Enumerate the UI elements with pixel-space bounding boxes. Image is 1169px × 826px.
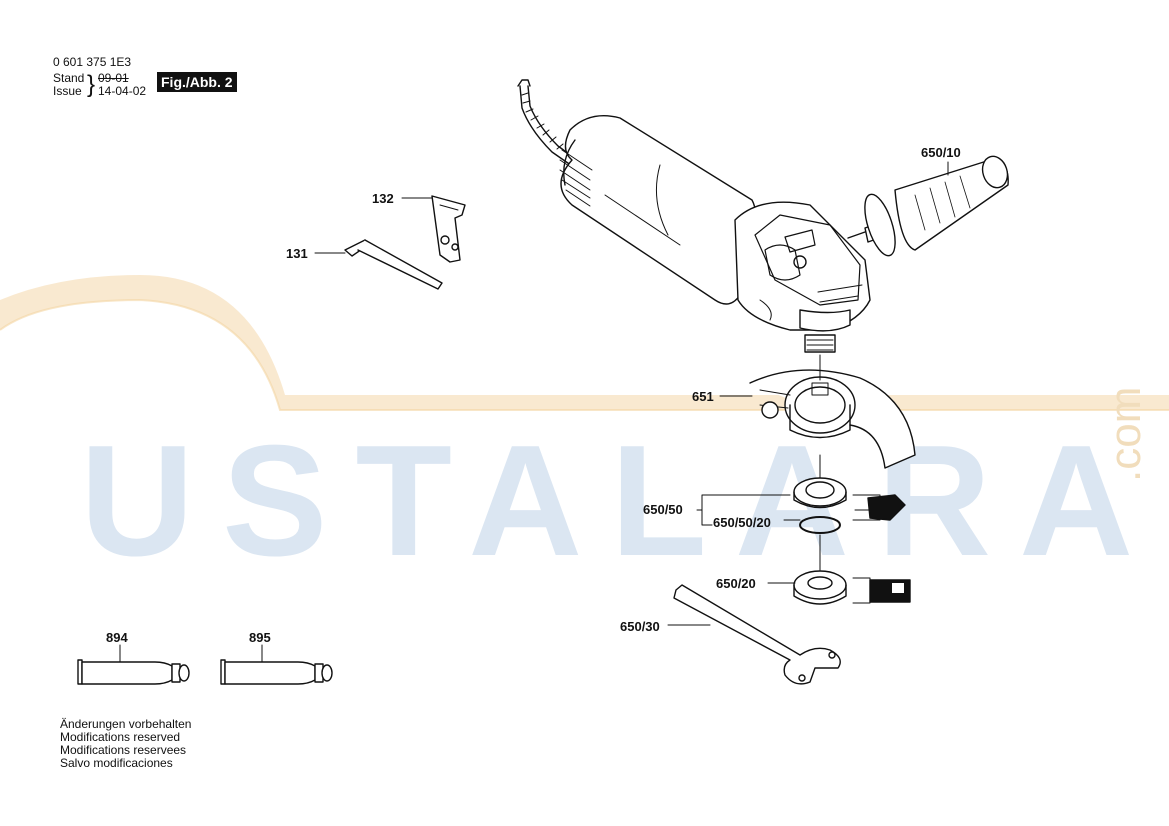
- callout-650-10: 650/10: [921, 145, 961, 160]
- issue-label: Issue: [53, 84, 82, 98]
- callout-650-50-20: 650/50/20: [713, 515, 771, 530]
- callout-131: 131: [286, 246, 308, 261]
- callout-650-20: 650/20: [716, 576, 756, 591]
- brace: }: [87, 71, 96, 98]
- callout-651: 651: [692, 389, 714, 404]
- callout-895: 895: [249, 630, 271, 645]
- callout-132: 132: [372, 191, 394, 206]
- spanner-wrench: [673, 584, 841, 685]
- grease-tube-894: [77, 659, 190, 685]
- issue-date: 14-04-02: [98, 84, 147, 98]
- watermark-suffix: .com: [1101, 387, 1150, 482]
- clamping-nut: [793, 454, 847, 534]
- disclaimer-es: Salvo modificaciones: [60, 756, 173, 770]
- tool-icon-lower: [852, 577, 911, 604]
- part-number: 0 601 375 1E3: [53, 55, 132, 69]
- disclaimer-de: Änderungen vorbehalten: [60, 717, 192, 731]
- disclaimer-en: Modifications reserved: [60, 730, 181, 744]
- disclaimer-fr: Modifications reservees: [60, 743, 187, 757]
- figure-label: Fig./Abb. 2: [157, 72, 237, 92]
- part-131-hex-key: [344, 239, 443, 290]
- part-132-plate: [431, 195, 466, 263]
- power-cable: [517, 79, 581, 169]
- leader-lines: [119, 161, 949, 663]
- mounting-flange: [793, 534, 847, 605]
- callout-650-30: 650/30: [620, 619, 660, 634]
- angle-grinder-body: [559, 115, 871, 353]
- grease-tube-895: [220, 659, 333, 685]
- stand-date: 09-01: [98, 71, 129, 85]
- stand-label: Stand: [53, 71, 85, 85]
- wheel-guard: [749, 354, 916, 469]
- callout-650-50: 650/50: [643, 502, 683, 517]
- callout-894: 894: [106, 630, 128, 645]
- tool-icon-upper: [852, 494, 906, 521]
- watermark-text: USTALARA: [80, 413, 1161, 589]
- side-handle: [847, 155, 1009, 257]
